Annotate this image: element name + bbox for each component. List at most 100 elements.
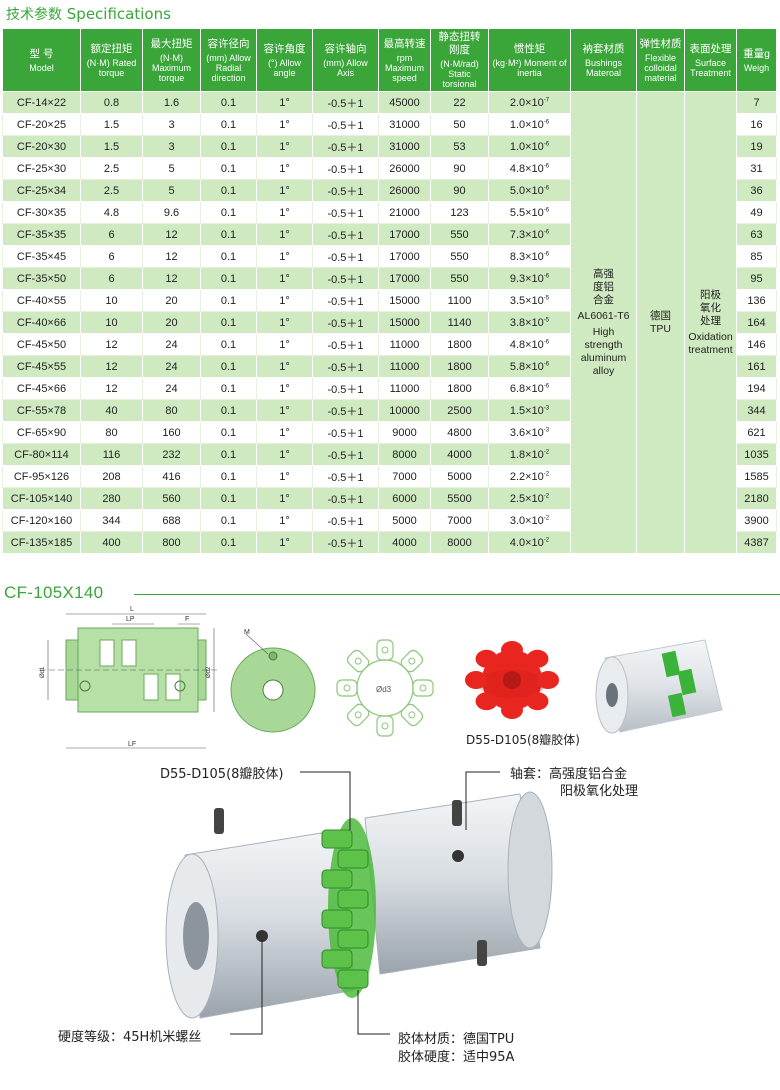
- cell-value: 0.1: [220, 338, 237, 351]
- material-line: aluminum: [580, 351, 627, 364]
- cell-model: CF-45×55: [2, 355, 81, 378]
- cell-value: 0.8: [103, 96, 120, 109]
- cell-value: 15000: [389, 294, 420, 307]
- cell-axis: -0.5＋1: [312, 443, 379, 466]
- spider-lobe-hole: [381, 722, 389, 730]
- green-spider-lobe: [321, 869, 353, 889]
- cell-angle: 1°: [256, 91, 313, 114]
- cell-rated: 12: [80, 377, 143, 400]
- material-line: TPU: [650, 322, 671, 335]
- cell-value: CF-95×126: [13, 470, 70, 483]
- material-callout-line1: 胶体材质：德国TPU: [398, 1032, 515, 1047]
- cell-radial: 0.1: [200, 531, 257, 554]
- cell-weight: 1035: [736, 443, 777, 466]
- cell-axis: -0.5＋1: [312, 157, 379, 180]
- cell-max: 416: [142, 465, 201, 488]
- page-title: 技术参数 Specifications: [6, 5, 171, 23]
- cell-value: 4.8×10: [509, 338, 544, 351]
- cell-value: -0.5＋1: [327, 97, 364, 110]
- column-header-en: (kg·M²) Moment of inertia: [492, 57, 567, 78]
- cell-model: CF-135×185: [2, 531, 81, 554]
- spider-lobe-outline: [376, 639, 394, 661]
- cell-inertia: 6.8×10-6: [488, 377, 571, 400]
- cell-value: 5.0×10: [509, 184, 544, 197]
- cell-stiff: 7000: [430, 509, 489, 532]
- cell-model: CF-80×114: [2, 443, 81, 466]
- cell-angle: 1°: [256, 179, 313, 202]
- cell-value: 90: [453, 184, 466, 197]
- column-header-cn: 额定扭矩: [90, 42, 133, 55]
- cell-value: 0.1: [220, 536, 237, 549]
- cell-value: 1800: [447, 360, 472, 373]
- cell-value: CF-20×30: [16, 140, 67, 153]
- cell-model: CF-35×35: [2, 223, 81, 246]
- cell-inertia: 5.8×10-6: [488, 355, 571, 378]
- cell-value: 2.5×10: [509, 492, 544, 505]
- coupling-photo: [595, 639, 723, 734]
- cell-value: 1°: [279, 514, 290, 527]
- cell-model: CF-35×50: [2, 267, 81, 290]
- dim-d3-label: Ød3: [376, 685, 392, 694]
- cell-value: 1°: [279, 118, 290, 131]
- spider-lobe-hole: [408, 711, 416, 719]
- cell-speed: 11000: [378, 355, 431, 378]
- cell-axis: -0.5＋1: [312, 465, 379, 488]
- cell-value: -0.5＋1: [327, 493, 364, 506]
- cell-inertia: 3.6×10-3: [488, 421, 571, 444]
- cell-value: CF-65×90: [16, 426, 67, 439]
- cell-value: 1.0×10: [509, 140, 544, 153]
- cell-value: 0.1: [220, 118, 237, 131]
- cell-value: -0.5＋1: [327, 537, 364, 550]
- cell-value: 1.0×10: [509, 118, 544, 131]
- cell-value: 1.6: [163, 96, 180, 109]
- cell-value: CF-35×50: [16, 272, 67, 285]
- cell-angle: 1°: [256, 465, 313, 488]
- cell-radial: 0.1: [200, 443, 257, 466]
- cell-radial: 0.1: [200, 267, 257, 290]
- cell-value: 9000: [392, 426, 417, 439]
- spider-lobe-outline: [336, 679, 358, 697]
- green-spider: [321, 818, 376, 998]
- cell-value: -0.5＋1: [327, 427, 364, 440]
- inertia-exponent: -5: [543, 294, 550, 301]
- cell-value: 21000: [389, 206, 420, 219]
- inertia-exponent: -6: [543, 206, 550, 213]
- cell-value: 8.3×10: [509, 250, 544, 263]
- green-spider-lobe: [337, 929, 369, 949]
- cell-value: 0.1: [220, 382, 237, 395]
- cell-inertia: 1.0×10-6: [488, 113, 571, 136]
- cell-weight: 621: [736, 421, 777, 444]
- cell-rated: 1.5: [80, 135, 143, 158]
- cell-value: 10: [105, 316, 118, 329]
- cell-stiff: 1140: [430, 311, 489, 334]
- cell-speed: 45000: [378, 91, 431, 114]
- cell-value: -0.5＋1: [327, 119, 364, 132]
- cell-angle: 1°: [256, 377, 313, 400]
- cell-inertia: 4.0×10-2: [488, 531, 571, 554]
- spider-lobe-outline: [400, 703, 424, 727]
- cell-stiff: 90: [430, 179, 489, 202]
- cell-value: 1°: [279, 536, 290, 549]
- green-spider-lobe: [321, 829, 353, 849]
- cell-stiff: 1800: [430, 377, 489, 400]
- cell-value: 7000: [392, 470, 417, 483]
- red-spider-lobe: [475, 692, 498, 711]
- cell-value: -0.5＋1: [327, 405, 364, 418]
- cell-value: 0.1: [220, 96, 237, 109]
- cell-value: 3.0×10: [509, 514, 544, 527]
- cell-stiff: 5000: [430, 465, 489, 488]
- cell-model: CF-55×78: [2, 399, 81, 422]
- cell-model: CF-20×30: [2, 135, 81, 158]
- cell-value: 5000: [392, 514, 417, 527]
- cell-radial: 0.1: [200, 421, 257, 444]
- cell-stiff: 8000: [430, 531, 489, 554]
- cell-weight: 1585: [736, 465, 777, 488]
- spider-caption: D55-D105(8瓣胶体): [466, 732, 580, 747]
- cell-angle: 1°: [256, 333, 313, 356]
